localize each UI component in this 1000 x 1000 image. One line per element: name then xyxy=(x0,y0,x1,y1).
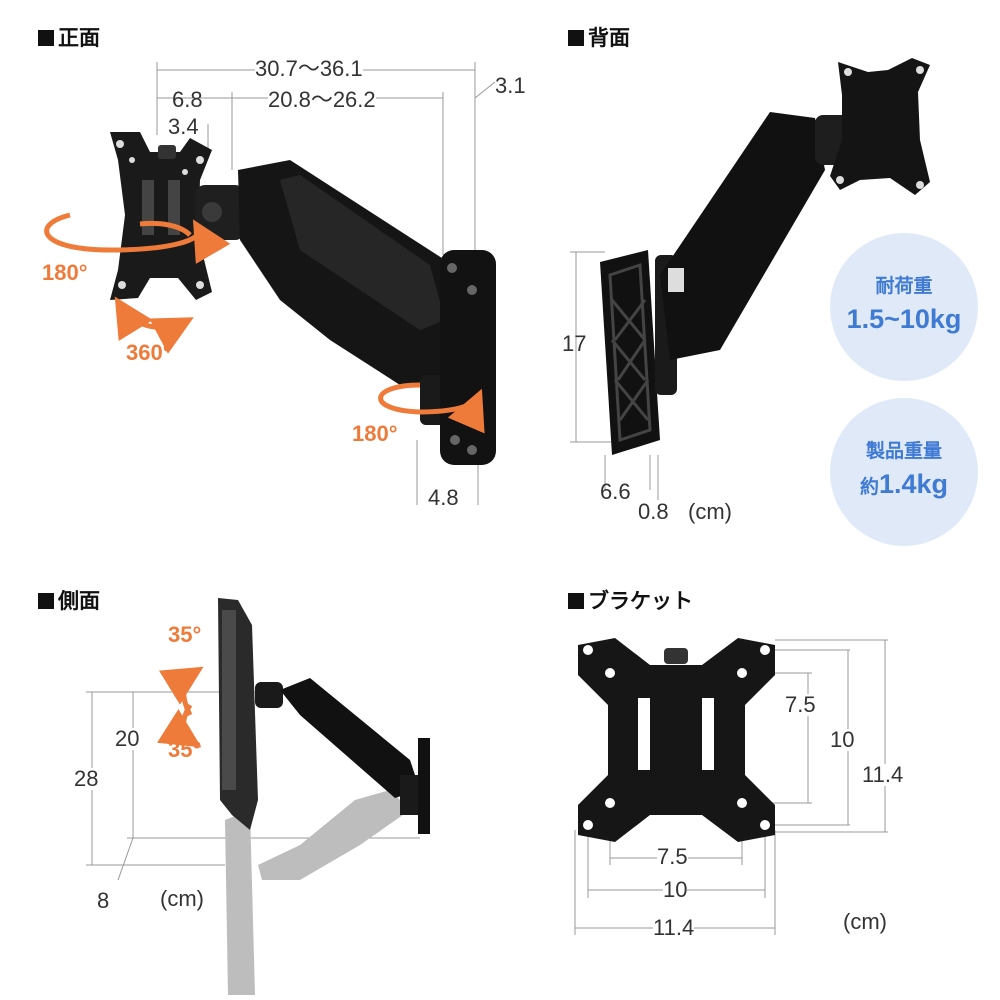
load-capacity-value: 1.5~10kg xyxy=(846,304,962,334)
front-dim-plate-depth: 4.8 xyxy=(428,485,459,510)
front-dim-head-offset: 3.4 xyxy=(168,114,199,139)
bracket-dim-v-mid: 10 xyxy=(830,727,855,752)
back-dim-plate-thickness: 0.8 xyxy=(638,499,669,524)
bullet-square-icon xyxy=(38,30,54,46)
side-monitor xyxy=(218,598,258,830)
back-dim-plate-height: 17 xyxy=(562,331,587,356)
side-dim-depth: 8 xyxy=(97,888,110,913)
front-monitor-plate xyxy=(110,132,212,300)
bullet-square-icon xyxy=(38,593,54,609)
section-title-back: 背面 xyxy=(568,22,630,52)
side-tilt-up-label: 35° xyxy=(168,622,202,647)
front-rotation-arrows xyxy=(44,212,485,434)
bracket-dim-v-inner: 7.5 xyxy=(785,692,816,717)
load-capacity-label: 耐荷重 xyxy=(875,275,933,297)
side-arm xyxy=(255,678,430,834)
bracket-unit-label: (cm) xyxy=(843,909,887,934)
section-title-bracket: ブラケット xyxy=(568,585,693,615)
bracket-dim-h-mid: 10 xyxy=(663,877,688,902)
side-ghost-position xyxy=(225,790,410,995)
side-dim-height-inner: 20 xyxy=(115,726,140,751)
bullet-square-icon xyxy=(568,30,584,46)
front-wall-plate xyxy=(440,250,496,465)
back-unit-label: (cm) xyxy=(688,499,732,524)
back-monitor-plate xyxy=(830,58,930,195)
back-dimension-lines xyxy=(570,251,659,500)
back-dim-plate-width: 6.6 xyxy=(600,479,631,504)
product-weight-value-wrap: 約1.4kg xyxy=(830,469,978,500)
product-weight-prefix: 約 xyxy=(859,476,879,498)
bracket-plate xyxy=(578,638,775,842)
front-dim-total-width: 30.7〜36.1 xyxy=(255,56,363,81)
front-rotation-base-label: 180° xyxy=(352,421,398,446)
section-title-front: 正面 xyxy=(38,22,100,52)
product-weight-value: 1.4kg xyxy=(878,469,949,499)
front-dim-left-offset: 6.8 xyxy=(172,87,203,112)
bracket-dim-v-outer: 11.4 xyxy=(862,762,904,787)
side-tilt-down-label: 35° xyxy=(168,737,202,762)
bracket-dim-h-outer: 11.4 xyxy=(653,915,695,940)
front-dim-arm-reach: 20.8〜26.2 xyxy=(268,87,376,112)
front-dim-right-offset: 3.1 xyxy=(495,73,526,98)
back-wall-plate xyxy=(600,250,660,455)
front-arm xyxy=(195,160,480,425)
front-rotation-top-label: 180° xyxy=(42,260,88,285)
section-title-side: 側面 xyxy=(38,585,100,615)
product-weight-label: 製品重量 xyxy=(865,440,942,462)
front-rotation-tilt-label: 360° xyxy=(126,340,172,365)
side-dim-height-outer: 28 xyxy=(74,766,99,791)
side-unit-label: (cm) xyxy=(160,886,204,911)
bracket-dim-h-inner: 7.5 xyxy=(657,844,688,869)
bullet-square-icon xyxy=(568,593,584,609)
side-tilt-arrows xyxy=(156,666,204,748)
load-capacity-badge: 耐荷重 1.5~10kg xyxy=(830,233,978,381)
product-weight-badge: 製品重量 約1.4kg xyxy=(830,398,978,546)
